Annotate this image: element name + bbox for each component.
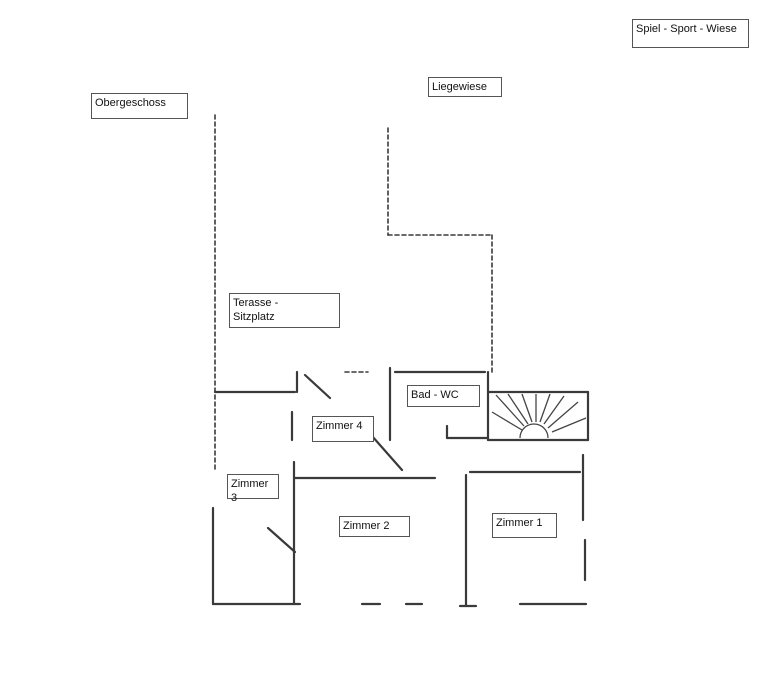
label-spiel-sport-wiese: Spiel - Sport - Wiese <box>632 19 749 48</box>
label-terasse-sitzplatz: Terasse - Sitzplatz <box>229 293 340 328</box>
door-zimmer2 <box>370 434 404 472</box>
label-zimmer-2: Zimmer 2 <box>339 516 410 537</box>
label-bad-wc: Bad - WC <box>407 385 480 407</box>
door-zimmer4 <box>303 373 332 400</box>
label-zimmer-1: Zimmer 1 <box>492 513 557 538</box>
label-zimmer-4: Zimmer 4 <box>312 416 374 442</box>
label-obergeschoss: Obergeschoss <box>91 93 188 119</box>
door-zimmer3 <box>266 526 297 554</box>
spiral-staircase <box>491 393 587 439</box>
label-liegewiese: Liegewiese <box>428 77 502 97</box>
label-zimmer-3: Zimmer 3 <box>227 474 279 504</box>
